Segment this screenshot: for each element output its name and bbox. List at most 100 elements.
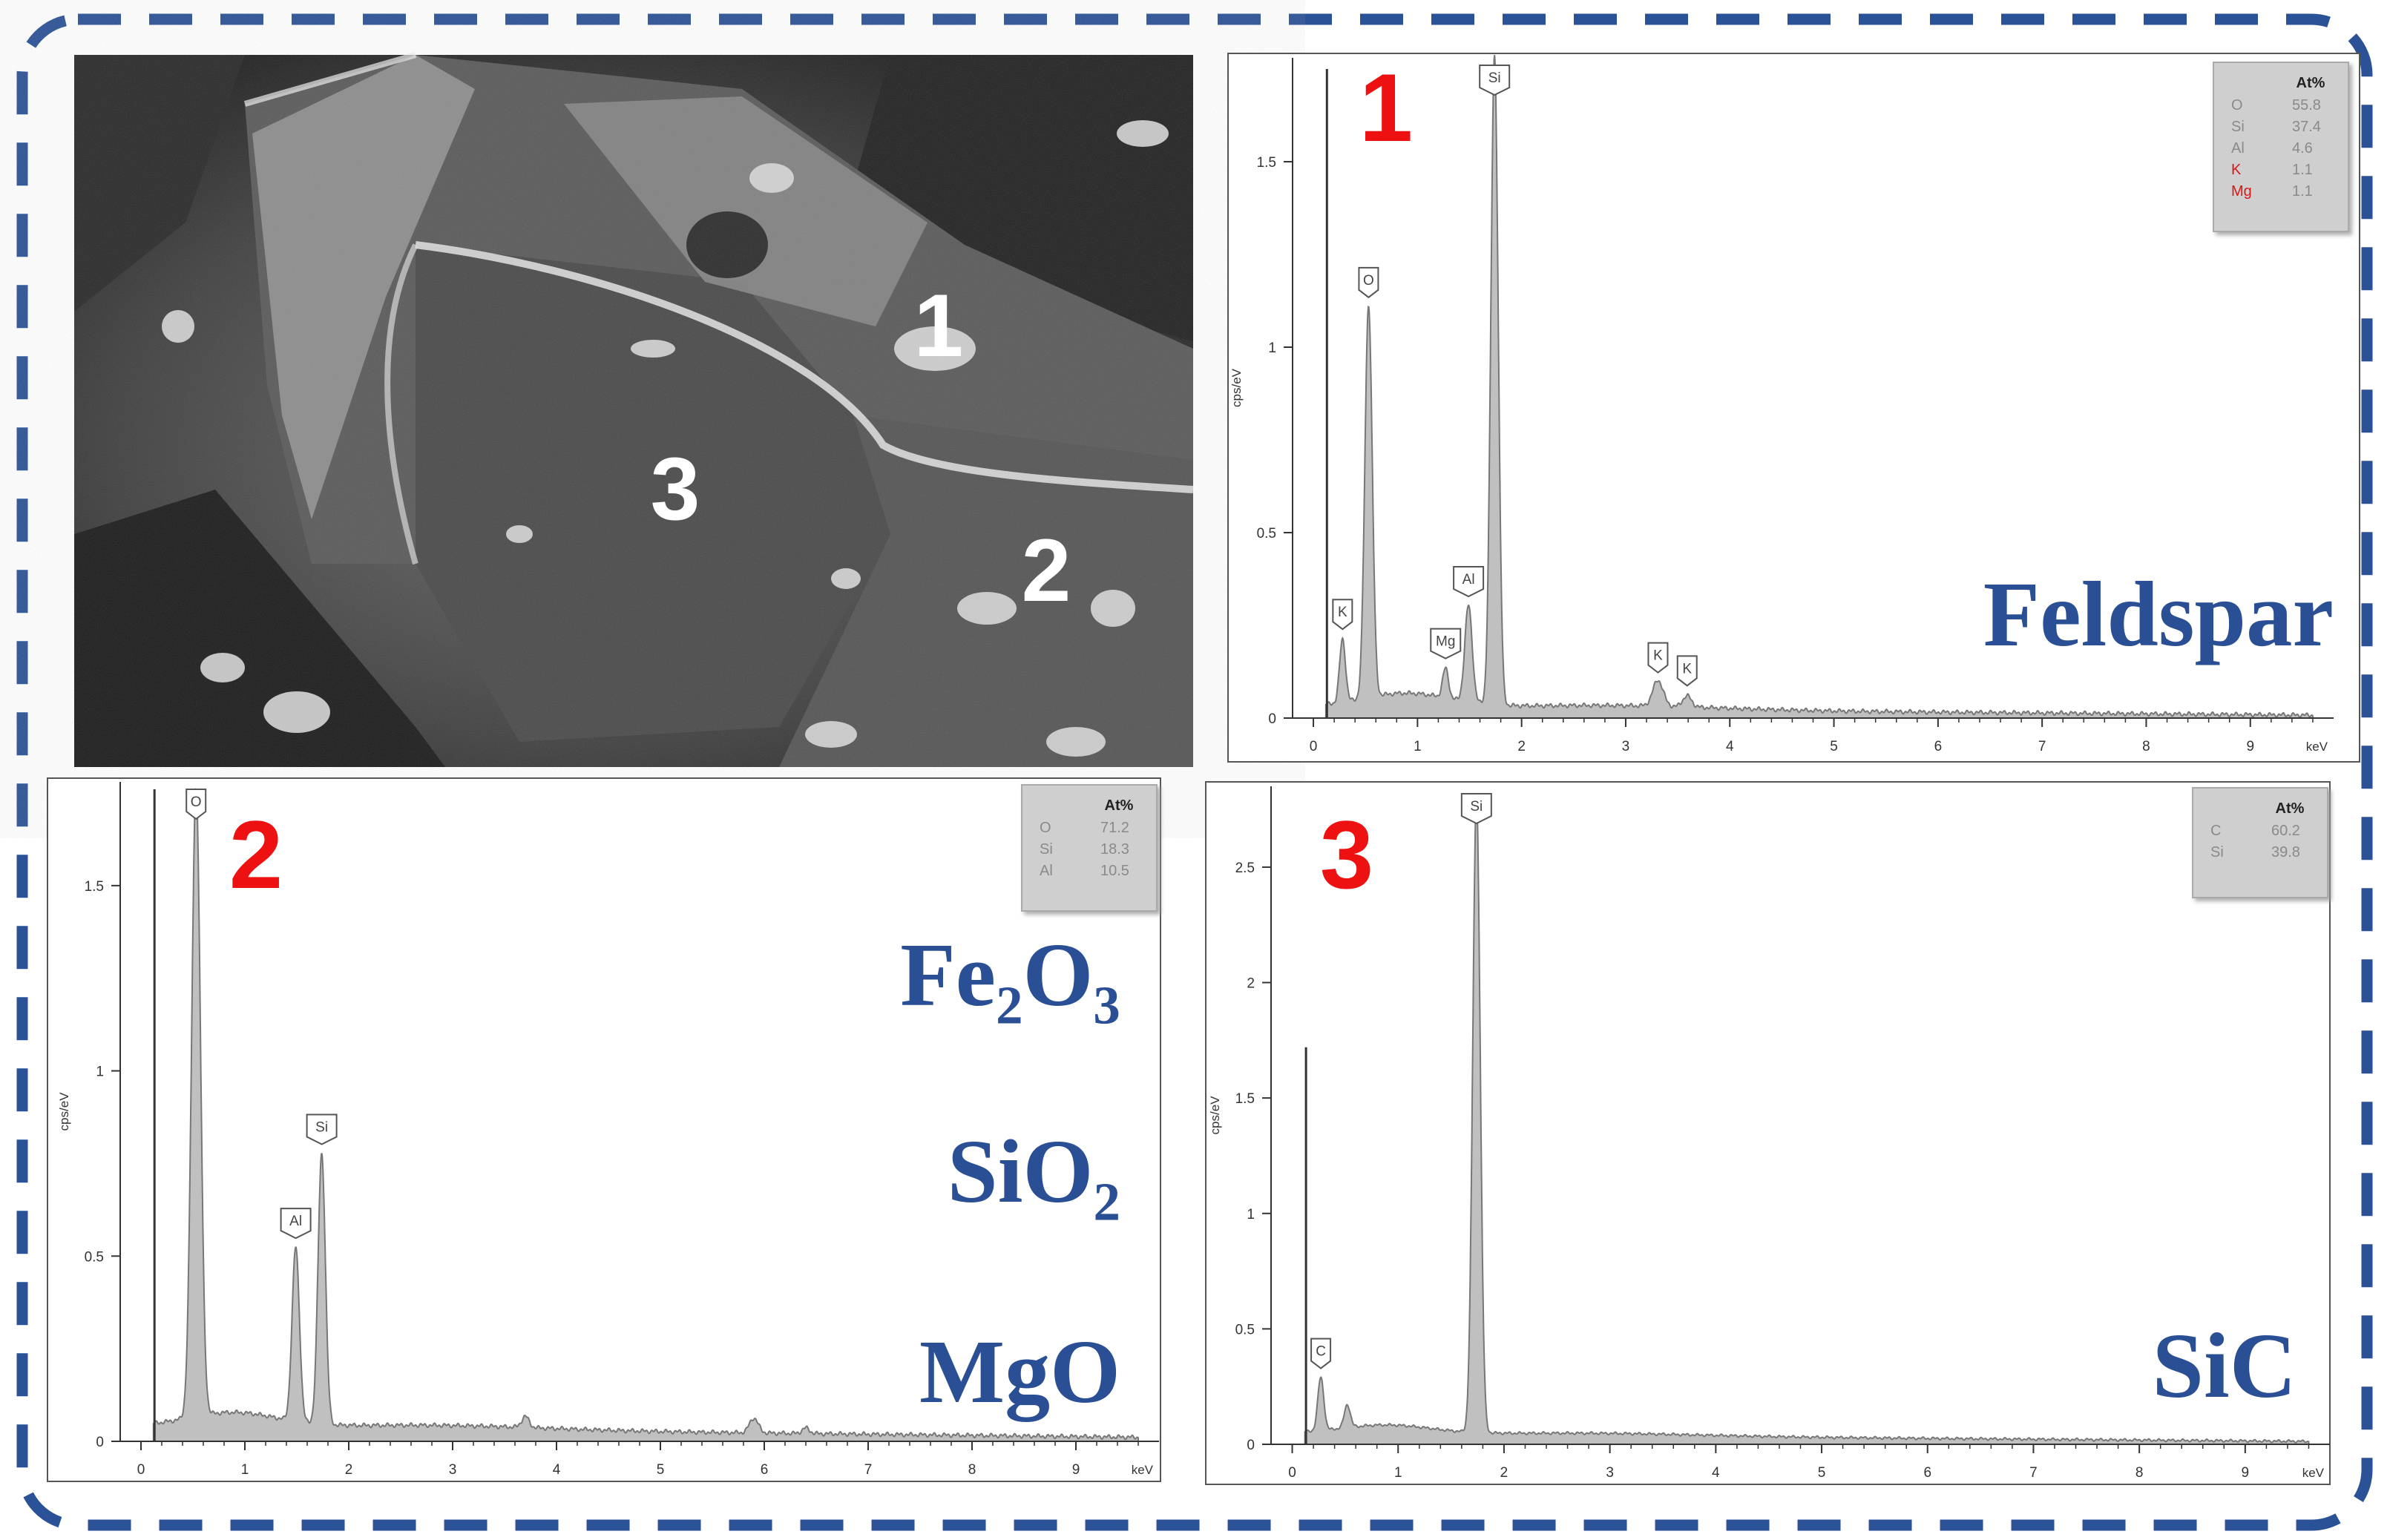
- y-axis-label: cps/eV: [1230, 368, 1244, 407]
- panel-border: [47, 777, 1161, 1482]
- y-axis-label: cps/eV: [57, 1092, 71, 1131]
- sem-marker-2: 2: [1022, 521, 1071, 620]
- x-tick-label: 9: [1072, 1462, 1080, 1478]
- panel-border: [1227, 53, 2360, 763]
- at-percent-legend: At% O 71.2Si 18.3Al 10.5: [1021, 784, 1158, 912]
- y-tick-label: 0: [1247, 1438, 1255, 1453]
- peak-flag-text: K: [1653, 648, 1663, 664]
- peak-label-si: Si: [306, 1113, 338, 1145]
- x-tick-label: 5: [657, 1462, 665, 1478]
- panel-number: 3: [1320, 800, 1373, 909]
- peak-flag-text: Mg: [1436, 634, 1455, 650]
- legend-value: 71.2: [1100, 820, 1129, 836]
- spectrum-area: [1304, 797, 2310, 1445]
- legend-value: 4.6: [2292, 140, 2313, 157]
- peak-flag-text: Al: [289, 1214, 302, 1229]
- peak-flag-text: O: [1363, 273, 1374, 289]
- peak-flag-text: Si: [315, 1120, 328, 1136]
- y-tick-label: 0.5: [1257, 526, 1276, 542]
- legend-element: Si: [1040, 841, 1053, 858]
- y-tick-label: 1: [1268, 340, 1276, 356]
- x-tick-label: 1: [1394, 1465, 1402, 1481]
- peak-flag: [1676, 655, 1698, 687]
- legend-value: 39.8: [2271, 844, 2300, 861]
- x-tick-label: 5: [1818, 1465, 1826, 1481]
- peak-flag-text: C: [1316, 1344, 1326, 1360]
- y-tick-label: 0.5: [1235, 1322, 1255, 1337]
- x-tick-label: 7: [2038, 739, 2046, 754]
- y-tick-label: 1.5: [85, 879, 104, 895]
- x-tick-label: 1: [1414, 739, 1422, 754]
- peak-label-al: Al: [280, 1208, 312, 1240]
- legend-value: 18.3: [1100, 841, 1129, 858]
- x-tick-label: 7: [864, 1462, 873, 1478]
- peak-flag-text: K: [1682, 661, 1692, 677]
- legend-element: Si: [2231, 119, 2245, 135]
- legend-title: At%: [1105, 797, 1134, 814]
- legend-value: 55.8: [2292, 97, 2321, 113]
- x-axis-label: keV: [1132, 1463, 1154, 1477]
- x-tick-label: 7: [2029, 1465, 2038, 1481]
- y-tick-label: 2.5: [1235, 861, 1255, 876]
- x-tick-label: 1: [241, 1462, 249, 1478]
- peak-flag: [186, 789, 207, 820]
- peak-flag: [1310, 1337, 1332, 1369]
- phase-label: SiO₂: [948, 1122, 1120, 1222]
- spectrum-area: [152, 788, 1139, 1442]
- legend-element: K: [2231, 162, 2242, 178]
- x-tick-label: 0: [1288, 1465, 1296, 1481]
- sem-marker-1: 1: [914, 276, 964, 375]
- legend-title: At%: [2297, 75, 2325, 91]
- peak-flag: [306, 1113, 338, 1145]
- peak-flag: [1479, 65, 1511, 96]
- peak-label-k: K: [1676, 655, 1698, 687]
- y-tick-label: 2: [1247, 976, 1255, 992]
- phase-label: Fe₂O₃: [900, 925, 1120, 1025]
- peak-flag: [1430, 628, 1462, 659]
- legend-element: Si: [2210, 844, 2224, 861]
- peak-label-k: K: [1647, 642, 1669, 674]
- x-axis-label: keV: [2306, 740, 2328, 754]
- x-tick-label: 2: [1517, 739, 1526, 754]
- x-tick-label: 9: [2246, 739, 2254, 754]
- x-tick-label: 2: [345, 1462, 353, 1478]
- x-tick-label: 4: [1712, 1465, 1720, 1481]
- dashed-frame: [16, 13, 2373, 1531]
- x-tick-label: 3: [1606, 1465, 1614, 1481]
- y-tick-label: 0: [1268, 711, 1276, 727]
- x-tick-label: 2: [1500, 1465, 1508, 1481]
- legend-value: 10.5: [1100, 863, 1129, 879]
- sem-micrograph: 1 2 3: [74, 52, 1194, 767]
- panel-number: 1: [1359, 53, 1413, 162]
- x-tick-label: 3: [1622, 739, 1630, 754]
- x-tick-label: 6: [761, 1462, 769, 1478]
- y-tick-label: 1.5: [1235, 1091, 1255, 1107]
- legend-element: Al: [1040, 863, 1053, 879]
- peak-label-si: Si: [1479, 65, 1511, 96]
- y-tick-label: 1.5: [1257, 155, 1276, 171]
- phase-label: MgO: [919, 1322, 1120, 1422]
- peak-flag: [1453, 566, 1485, 598]
- legend-element: Al: [2231, 140, 2245, 157]
- x-tick-label: 3: [449, 1462, 457, 1478]
- peak-flag-text: Si: [1488, 70, 1501, 86]
- x-tick-label: 0: [137, 1462, 145, 1478]
- peak-flag: [1647, 642, 1669, 674]
- x-tick-label: 4: [1726, 739, 1734, 754]
- legend-value: 37.4: [2292, 119, 2321, 135]
- peak-label-o: O: [186, 789, 207, 820]
- peak-flag: [1358, 266, 1379, 299]
- peak-label-c: C: [1310, 1337, 1332, 1369]
- legend-element: O: [2231, 97, 2243, 113]
- legend-element: Mg: [2231, 183, 2252, 200]
- x-tick-label: 8: [2142, 739, 2150, 754]
- x-tick-label: 6: [1934, 739, 1943, 754]
- legend-element: O: [1040, 820, 1051, 836]
- peak-label-si: Si: [1460, 793, 1492, 825]
